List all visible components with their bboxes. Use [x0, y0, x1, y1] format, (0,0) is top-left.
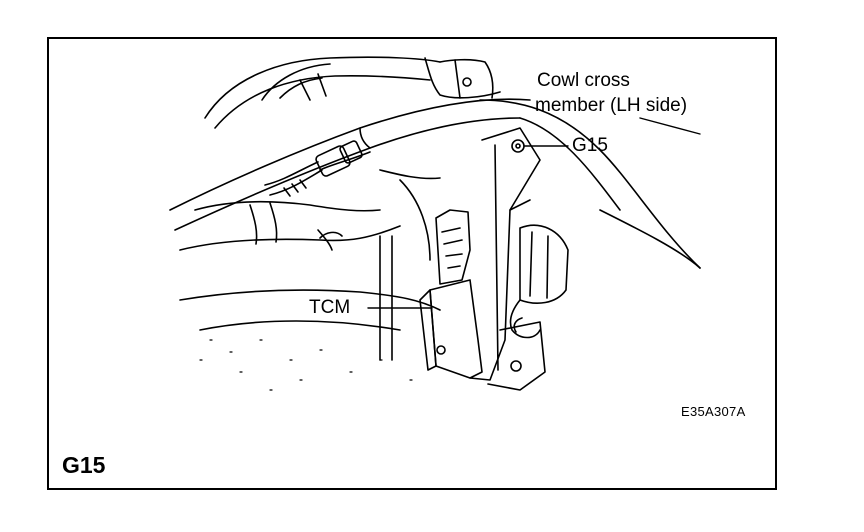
mounting-bracket — [469, 127, 546, 391]
tcm-module — [419, 209, 483, 379]
cowl-cross-member-label: Cowl cross — [537, 70, 630, 91]
figure-code: E35A307A — [681, 404, 746, 419]
leader-lines — [367, 117, 701, 309]
floor-texture — [199, 339, 413, 391]
cowl-cross-member-label-line2: member (LH side) — [535, 95, 688, 116]
leader-cowl — [639, 117, 701, 135]
actuator-unit — [509, 224, 569, 339]
wiring-harness — [264, 140, 371, 197]
dashboard-outline — [204, 56, 501, 129]
diagram-frame — [47, 37, 777, 490]
g15-callout-label: G15 — [572, 135, 608, 156]
connector-id-title: G15 — [62, 452, 106, 478]
cowl-cross-member — [169, 98, 701, 269]
lower-dash-panel — [179, 169, 441, 361]
tcm-callout-label: TCM — [309, 297, 351, 318]
